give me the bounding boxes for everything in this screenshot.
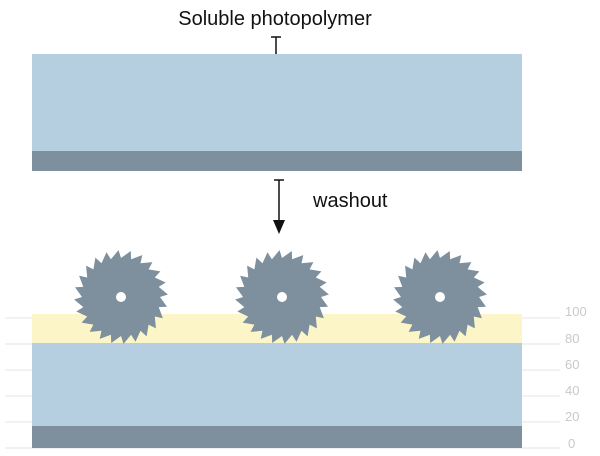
substrate-layer xyxy=(32,426,522,448)
saw-blade-arbor-hole xyxy=(435,292,445,302)
top-slab xyxy=(32,54,522,171)
scale-tick-60: 60 xyxy=(565,357,579,372)
scale-tick-20: 20 xyxy=(565,409,579,424)
scale-tick-80: 80 xyxy=(565,331,579,346)
scale-tick-100: 100 xyxy=(565,304,587,319)
soluble-photopolymer-label: Soluble photopolymer xyxy=(178,8,372,30)
washout-label: washout xyxy=(312,190,388,212)
scale-tick-0: 0 xyxy=(568,436,575,451)
saw-blade-arbor-hole xyxy=(116,292,126,302)
arrow-down-icon xyxy=(273,179,285,234)
saw-blades xyxy=(74,250,487,344)
scale-tick-40: 40 xyxy=(565,383,579,398)
photopolymer-layer xyxy=(32,54,522,151)
scale-ticks: 100 80 60 40 20 0 xyxy=(565,304,587,451)
substrate-layer xyxy=(32,151,522,171)
saw-blade-arbor-hole xyxy=(277,292,287,302)
photopolymer-layer xyxy=(32,343,522,426)
